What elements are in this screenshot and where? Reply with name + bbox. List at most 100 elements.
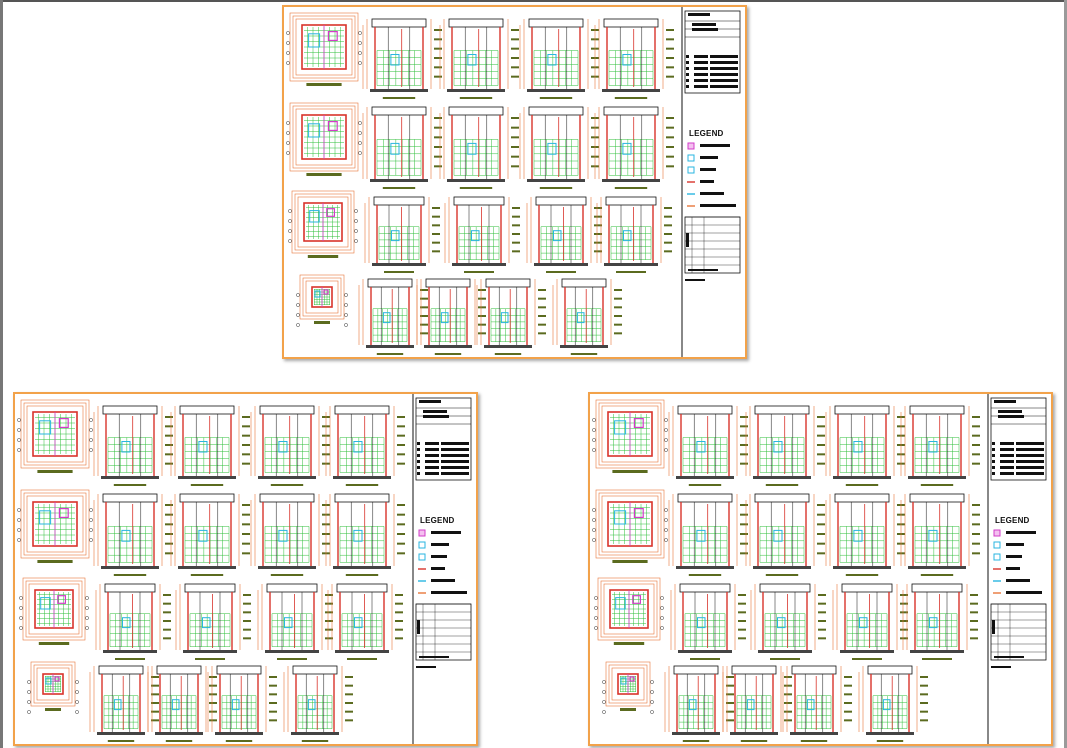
wall-elevation-view [664, 665, 734, 742]
wall-elevation-view [858, 665, 928, 742]
wall-elevation-view [900, 493, 980, 576]
floor-plan-view [286, 12, 362, 86]
wall-elevation-view [670, 583, 746, 660]
wall-elevation-view [439, 18, 519, 99]
elevation-caption [688, 484, 722, 486]
wall-elevation-view [745, 405, 825, 486]
wall-elevation-view [782, 665, 852, 742]
plan-caption [38, 642, 70, 645]
wall-elevation-view [519, 18, 599, 99]
legend-title: LEGEND [420, 516, 455, 525]
elevation-caption [682, 740, 710, 742]
wall-elevation-view [283, 665, 353, 742]
wall-elevation-view [594, 18, 674, 99]
title-text-bar [998, 410, 1022, 413]
elevation-caption [113, 484, 147, 486]
title-text-bar [994, 400, 1016, 403]
wall-elevation-view [250, 405, 330, 486]
wall-elevation-view [250, 493, 330, 576]
elevation-caption [546, 271, 576, 273]
elevation-caption [539, 187, 573, 189]
elevation-caption [539, 97, 573, 99]
wall-elevation-view [362, 106, 442, 189]
elevation-caption [190, 574, 224, 576]
wall-elevation-view [325, 405, 405, 486]
elevation-caption [464, 271, 494, 273]
drawing-sheet-bottom-left[interactable]: LEGEND [13, 392, 478, 746]
elevation-caption [382, 187, 416, 189]
wall-elevation-view [476, 278, 546, 355]
wall-elevation-view [668, 493, 748, 576]
legend-symbol-icon [687, 154, 695, 162]
elevation-caption [277, 658, 307, 660]
legend-title: LEGEND [689, 129, 724, 138]
legend-text-bar [431, 591, 467, 594]
elevation-caption [301, 740, 329, 742]
legend-symbol-icon [993, 541, 1001, 549]
elevation-caption [920, 484, 954, 486]
elevation-caption [270, 484, 304, 486]
plan-caption [314, 321, 330, 324]
elevation-caption [384, 271, 414, 273]
elevation-caption [345, 484, 379, 486]
legend-symbol-icon [418, 553, 426, 561]
plan-caption [612, 470, 648, 473]
title-text-bar [416, 666, 436, 668]
wall-elevation-view [170, 493, 250, 576]
floor-plan-view [27, 661, 79, 714]
wall-elevation-view [170, 405, 250, 486]
elevation-caption [614, 97, 648, 99]
wall-elevation-view [722, 665, 792, 742]
floor-plan-view [602, 661, 654, 714]
legend-text-bar [700, 192, 724, 195]
legend-text-bar [1006, 555, 1022, 558]
elevation-caption [494, 353, 522, 355]
legend-text-bar [700, 144, 730, 147]
elevation-caption [115, 658, 145, 660]
legend-title: LEGEND [995, 516, 1030, 525]
floor-plan-view [296, 274, 348, 327]
viewport-top-edge [0, 0, 1067, 2]
title-text-bar [692, 23, 716, 26]
title-block [987, 394, 1047, 744]
wall-elevation-view [552, 278, 622, 355]
wall-elevation-view [439, 106, 519, 189]
legend-text-bar [431, 555, 447, 558]
floor-plan-view [17, 399, 93, 473]
title-text-bar [423, 410, 447, 413]
elevation-caption [765, 574, 799, 576]
wall-elevation-view [745, 493, 825, 576]
elevation-caption [434, 353, 462, 355]
legend-text-bar [700, 204, 736, 207]
legend-text-bar [431, 531, 461, 534]
viewport-scrollbar[interactable] [1064, 0, 1067, 748]
wall-elevation-view [596, 196, 672, 273]
legend-text-bar [1006, 531, 1036, 534]
legend-symbol-icon [687, 166, 695, 174]
elevation-caption [614, 187, 648, 189]
elevation-caption [107, 740, 135, 742]
legend-text-bar [700, 180, 714, 183]
elevation-caption [459, 187, 493, 189]
elevation-caption [920, 574, 954, 576]
wall-elevation-view [750, 583, 826, 660]
wall-elevation-view [902, 583, 978, 660]
floor-plan-view [288, 190, 358, 258]
drawing-sheet-top[interactable]: LEGEND [282, 5, 747, 359]
wall-elevation-view [325, 493, 405, 576]
title-block [412, 394, 472, 744]
wall-elevation-view [93, 405, 173, 486]
wall-elevation-view [95, 583, 171, 660]
elevation-caption [740, 740, 768, 742]
elevation-caption [270, 574, 304, 576]
elevation-caption [376, 353, 404, 355]
plan-caption [307, 255, 339, 258]
floor-plan-view [286, 102, 362, 176]
plan-caption [306, 173, 342, 176]
wall-elevation-view [668, 405, 748, 486]
wall-elevation-view [900, 405, 980, 486]
drawing-sheet-bottom-right[interactable]: LEGEND [588, 392, 1053, 746]
elevation-caption [113, 574, 147, 576]
title-block [681, 7, 741, 357]
